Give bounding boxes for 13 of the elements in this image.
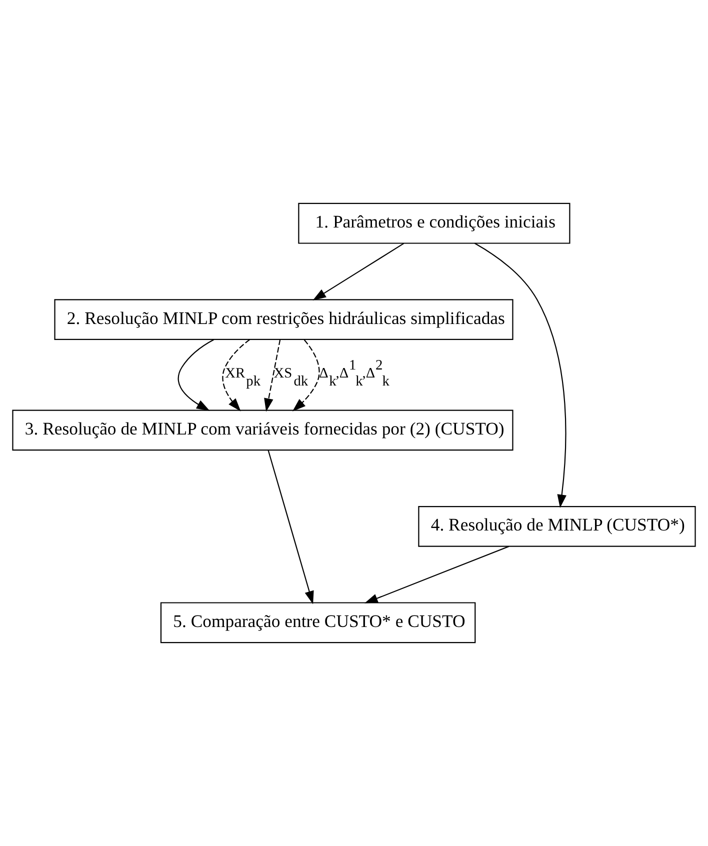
node-box: 4. Resolução de MINLP (CUSTO*) [418,506,696,547]
arrow [312,243,404,300]
arrow [222,339,250,412]
node-box: 1. Parâmetros e condições iniciais [298,202,570,244]
arrow [178,339,214,411]
node-box: 5. Comparação entre CUSTO* e CUSTO [160,602,476,644]
arrow [364,546,510,604]
node-box: 3. Resolução de MINLP com variáveis fornecidas por (2) (CUSTO) [12,410,514,451]
arrow [474,242,566,508]
node-box: 2. Resolução MINLP com restrições hidráulicas simplificadas [54,299,514,340]
arrow [292,340,320,412]
arrow [264,339,281,412]
arrow [268,450,314,604]
